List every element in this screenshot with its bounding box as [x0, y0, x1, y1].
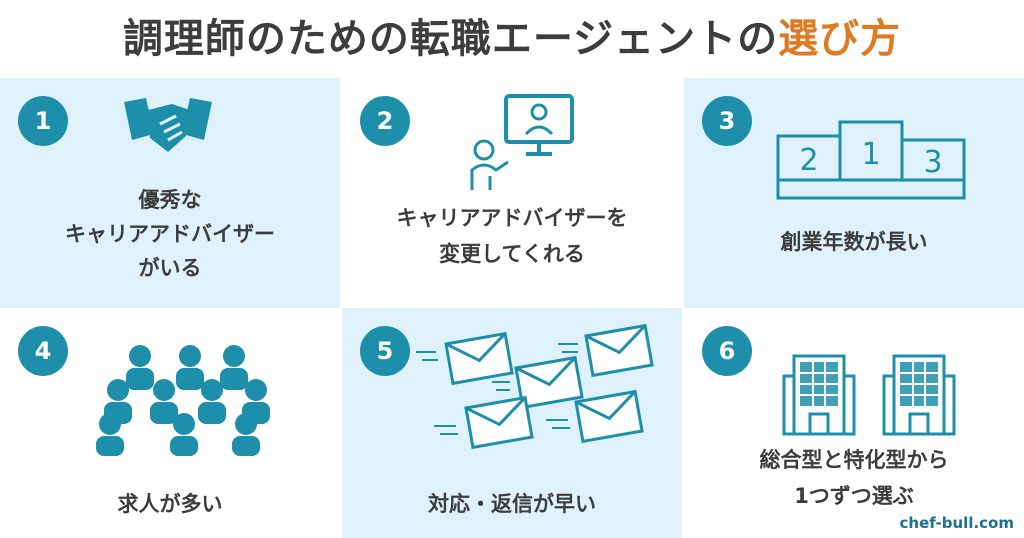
criterion-1: 1 優秀な キャリアアドバイザー がいる: [0, 78, 340, 308]
title-accent: 選び方: [778, 16, 902, 62]
criterion-3: 3 2 1 3 創業年数が長い: [684, 78, 1024, 308]
video-call-advisor-icon: [470, 94, 574, 190]
podium-third: 3: [923, 145, 942, 180]
criterion-label-line1: 創業年数が長い: [780, 230, 928, 254]
page-title: 調理師のための転職エージェントの選び方: [0, 8, 1024, 70]
number-badge: 4: [18, 326, 68, 376]
criterion-label-line1: 求人が多い: [117, 492, 223, 516]
title-main: 調理師のための転職エージェントの: [122, 16, 779, 62]
criterion-label-line3: がいる: [138, 256, 202, 280]
number-badge: 2: [360, 96, 410, 146]
number-badge: 5: [360, 326, 410, 376]
podium-first: 1: [861, 137, 880, 172]
fast-mail-icon: [416, 323, 654, 450]
criterion-6: 6 総合型と特化型から 1つずつ選ぶ: [684, 308, 1024, 538]
office-buildings-icon: [782, 354, 956, 436]
criterion-5: 5 対応・返信が早い: [342, 308, 682, 538]
crowd-icon: [96, 345, 270, 456]
number-badge: 1: [18, 96, 68, 146]
criterion-label-line1: キャリアアドバイザーを: [396, 206, 628, 230]
criterion-label-line2: 1つずつ選ぶ: [794, 484, 914, 508]
podium-second: 2: [799, 143, 818, 178]
criteria-grid: 1 優秀な キャリアアドバイザー がいる 2 キャリアアドバイザーを 変更してく…: [0, 78, 1024, 538]
criterion-label-line1: 総合型と特化型から: [759, 448, 949, 472]
number-badge: 6: [702, 326, 752, 376]
criterion-4: 4 求人が多い: [0, 308, 340, 538]
criterion-2: 2 キャリアアドバイザーを 変更してくれる: [342, 78, 682, 308]
site-url: chef-bull.com: [899, 514, 1014, 532]
criterion-label-line1: 優秀な: [138, 188, 202, 212]
criterion-label-line1: 対応・返信が早い: [428, 492, 596, 516]
criterion-label-line2: 変更してくれる: [439, 242, 585, 266]
handshake-icon: [124, 98, 212, 152]
podium-icon: 2 1 3: [776, 120, 966, 200]
criterion-label-line2: キャリアアドバイザー: [65, 222, 275, 246]
number-badge: 3: [702, 96, 752, 146]
